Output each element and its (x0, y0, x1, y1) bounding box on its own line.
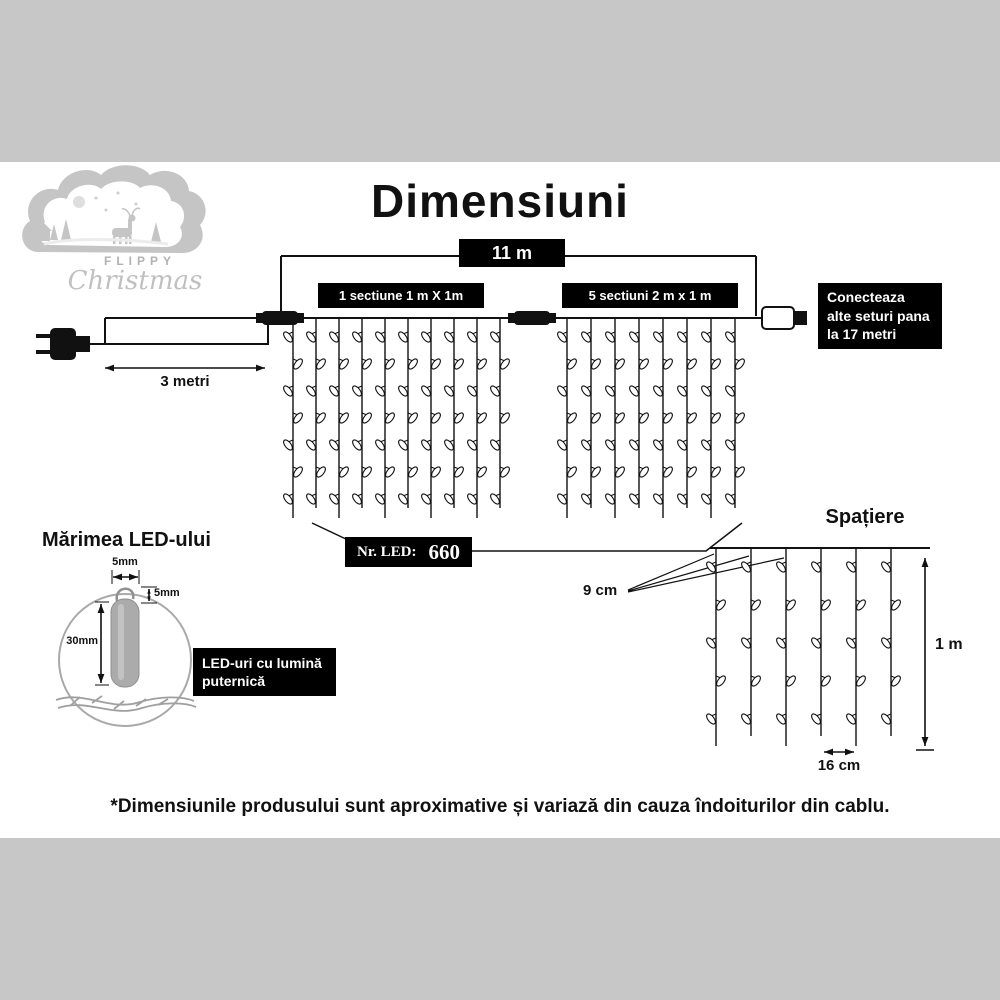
curtain-spacing-diagram (706, 548, 901, 746)
led-hook (115, 587, 135, 602)
page-title: Dimensiuni (371, 175, 629, 227)
connect-note-line2: alte seturi pana (827, 307, 930, 324)
tree-icon (50, 224, 58, 240)
bulb-length-label: 30mm (66, 635, 98, 647)
dimension-arrows (97, 364, 929, 756)
tree-icon (151, 222, 161, 242)
led-count-box: Nr. LED: 660 (345, 537, 472, 567)
end-plug-icon (761, 306, 807, 330)
power-plug-icon (36, 328, 90, 360)
lead-cable-length-label: 3 metri (160, 373, 210, 390)
house-icon (36, 231, 50, 241)
main-wire (88, 317, 764, 345)
inline-connector-icon (508, 311, 556, 325)
inline-connector-icon (256, 311, 304, 325)
connect-note-line3: la 17 metri (827, 326, 897, 343)
curtain-right (557, 318, 745, 518)
disclaimer-text: *Dimensiunile produsului sunt aproximati… (110, 796, 890, 817)
section1-label: 1 sectiune 1 m X 1m (318, 283, 484, 308)
led-note-box: LED-uri cu lumină puternică (193, 648, 336, 696)
strand-gap-label: 9 cm (583, 582, 618, 599)
connect-note: Conecteaza alte seturi pana la 17 metri (818, 283, 942, 349)
led-count-label: Nr. LED: (357, 543, 417, 560)
led-note-line2: puternică (202, 673, 266, 689)
led-size-detail (55, 570, 197, 727)
section2-label: 5 sectiuni 2 m x 1 m (562, 283, 738, 308)
logo-cloud-illustration (22, 165, 206, 253)
curtain-height-label: 1 m (935, 636, 963, 653)
total-width-label: 11 m (459, 239, 565, 267)
spacing-diagram-static (627, 547, 934, 751)
twisted-cable-icon (55, 695, 197, 712)
led-count-value: 660 (428, 539, 460, 564)
hook-height-label: 5mm (154, 587, 180, 599)
logo-brand-text: FLIPPY (103, 254, 176, 268)
curtain-left (283, 318, 510, 518)
bulb-width-label: 5mm (112, 556, 138, 568)
led-size-title: Mărimea LED-ului (42, 529, 211, 551)
spacing-title: Spațiere (825, 506, 905, 528)
connect-note-line1: Conecteaza (827, 288, 905, 305)
logo-script-text: Christmas (67, 266, 203, 296)
led-note-line1: LED-uri cu lumină (202, 654, 322, 671)
led-count-pointer-lines (311, 522, 743, 552)
led-bulb-body (110, 598, 140, 688)
moon-icon (73, 196, 85, 208)
tree-icon (61, 219, 71, 240)
bottom-gap-label: 16 cm (817, 757, 861, 774)
